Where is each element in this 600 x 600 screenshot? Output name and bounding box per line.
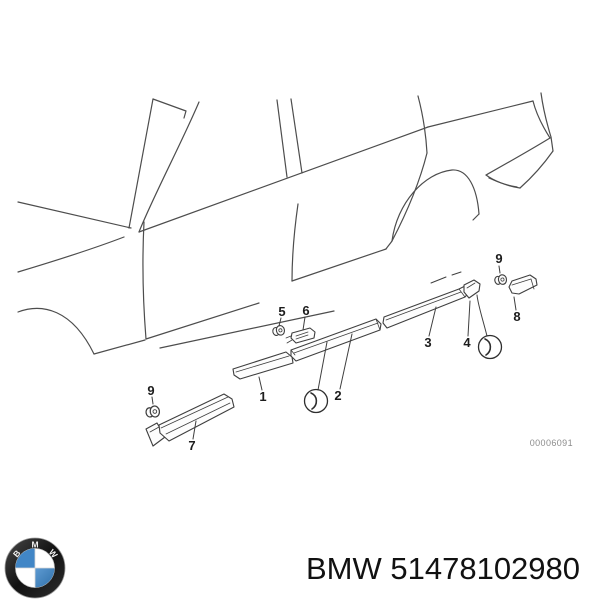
callout-7: 7: [188, 438, 195, 453]
callout-5: 5: [278, 304, 285, 319]
part-4-end-cap: [463, 279, 481, 299]
leader-lines: [151, 265, 517, 440]
callout-1: 1: [259, 389, 266, 404]
callout-2: 2: [334, 388, 341, 403]
callout-4: 4: [463, 335, 471, 350]
callout-9-left: 9: [147, 383, 154, 398]
callouts: 1 2 3 4 5 6 7 8 9 9: [147, 251, 520, 453]
part-5-clip: [272, 325, 286, 337]
parts-diagram: 1 2 3 4 5 6 7 8 9 9 00006091: [17, 92, 573, 453]
profile-symbol-near-2: [303, 388, 329, 414]
callout-3: 3: [424, 335, 431, 350]
part-9-clip-left: [145, 405, 161, 418]
profile-symbol-near-4: [477, 334, 503, 360]
callout-9-right: 9: [495, 251, 502, 266]
part-6-clip: [285, 327, 316, 344]
molding-profile-icon: [310, 392, 318, 410]
part-number-title: BMW 51478102980: [306, 551, 581, 586]
part-3-molding: [382, 284, 472, 329]
car-outline: [17, 92, 554, 355]
drawing-number: 00006091: [530, 438, 573, 448]
molding-profile-icon: [484, 338, 492, 356]
callout-8: 8: [513, 309, 520, 324]
logo-letter-m: M: [31, 540, 38, 550]
part-9-clip-right: [494, 274, 508, 285]
part-1-molding: [232, 351, 294, 380]
bmw-logo-icon: B M W: [4, 537, 66, 599]
logo-letter-b: B: [11, 548, 23, 559]
part-8-molding: [508, 274, 538, 295]
callout-6: 6: [302, 303, 309, 318]
part-7-rocker-molding: [145, 393, 235, 447]
part-2-molding: [290, 318, 382, 362]
